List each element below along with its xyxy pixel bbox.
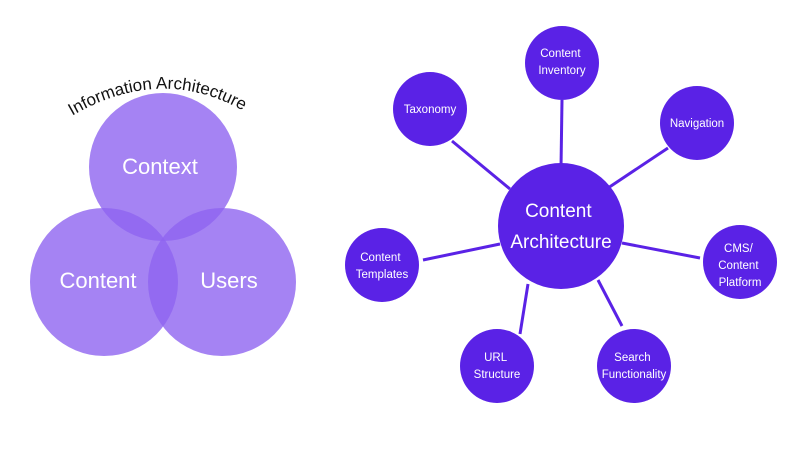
node-navigation: Navigation <box>660 86 734 160</box>
spoke-cms <box>621 241 701 260</box>
node-circle <box>703 225 777 299</box>
node-circle <box>525 26 599 100</box>
node-taxonomy: Taxonomy <box>393 72 467 146</box>
node-content-inventory: Content Inventory <box>525 26 599 100</box>
node-content-templates: Content Templates <box>345 228 419 302</box>
hub-spoke-diagram: Content Architecture Content Inventory T… <box>345 26 777 403</box>
venn-label-users: Users <box>200 268 257 293</box>
node-url-structure: URL Structure <box>460 329 534 403</box>
spoke-url-structure <box>518 283 530 335</box>
node-label: URL Structure <box>474 352 521 381</box>
node-label: CMS/ Content Platform <box>718 243 761 289</box>
node-circle <box>345 228 419 302</box>
venn-circle-context <box>89 93 237 241</box>
spoke-content-templates <box>422 242 501 262</box>
venn-circle-content <box>30 208 178 356</box>
node-circle <box>460 329 534 403</box>
venn-diagram: Information Architecture Context Content… <box>30 74 296 356</box>
venn-circle-users <box>148 208 296 356</box>
spokes <box>422 99 701 335</box>
node-label: Content Templates <box>356 252 409 281</box>
spoke-taxonomy <box>451 139 511 191</box>
node-circle <box>660 86 734 160</box>
node-cms-content-platform: CMS/ Content Platform <box>703 225 777 299</box>
spoke-content-inventory <box>559 99 564 169</box>
node-label: Search Functionality <box>602 352 667 381</box>
spoke-search-functionality <box>596 279 624 327</box>
venn-label-content: Content <box>59 268 136 293</box>
spoke-navigation <box>607 146 669 190</box>
hub-circle <box>498 163 624 289</box>
venn-label-context: Context <box>122 154 198 179</box>
node-search-functionality: Search Functionality <box>597 329 671 403</box>
node-label: Navigation <box>670 118 724 130</box>
node-label: Content Inventory <box>538 48 586 77</box>
hub-label-line-1: Content <box>525 201 592 222</box>
node-circle <box>393 72 467 146</box>
hub-label: Content Architecture <box>510 201 611 253</box>
hub-label-line-2: Architecture <box>510 232 611 253</box>
node-label: Taxonomy <box>404 104 457 116</box>
node-circle <box>597 329 671 403</box>
